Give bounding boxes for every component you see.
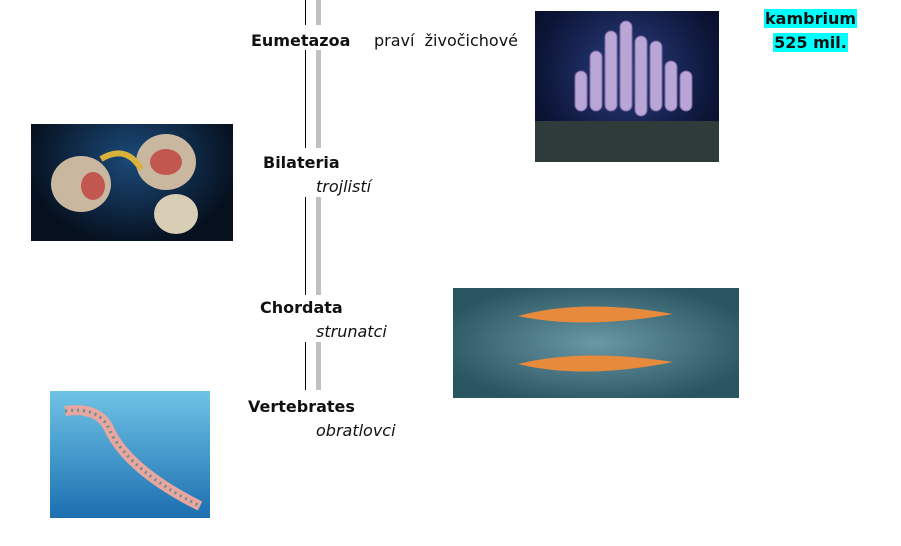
period-age: 525 mil. xyxy=(773,33,848,52)
bilateria-creatures-illustration xyxy=(31,124,233,241)
timeline-line-black xyxy=(305,0,306,25)
period-name: kambrium xyxy=(764,9,857,28)
period-label: kambrium 525 mil. xyxy=(764,7,857,55)
timeline-line-black xyxy=(305,342,306,390)
taxon-eumetazoa-subtitle: praví živočichové xyxy=(374,31,519,50)
chordata-larvae-illustration xyxy=(453,288,739,398)
vertebrate-fish-illustration xyxy=(50,391,210,518)
timeline-line-gray xyxy=(316,342,321,390)
timeline-line-black xyxy=(305,197,306,295)
taxon-eumetazoa: Eumetazoa xyxy=(251,31,351,50)
taxon-vertebrates-subtitle: obratlovci xyxy=(316,421,396,440)
taxon-bilateria-subtitle: trojlistí xyxy=(316,177,372,196)
taxon-chordata: Chordata xyxy=(260,298,343,317)
timeline-line-gray xyxy=(316,50,321,148)
taxon-bilateria: Bilateria xyxy=(263,153,340,172)
sponge-photo xyxy=(535,11,719,162)
timeline-line-gray xyxy=(316,0,321,25)
taxon-vertebrates: Vertebrates xyxy=(248,397,355,416)
timeline-line-gray xyxy=(316,197,321,295)
taxon-chordata-subtitle: strunatci xyxy=(316,322,387,341)
timeline-line-black xyxy=(305,50,306,148)
